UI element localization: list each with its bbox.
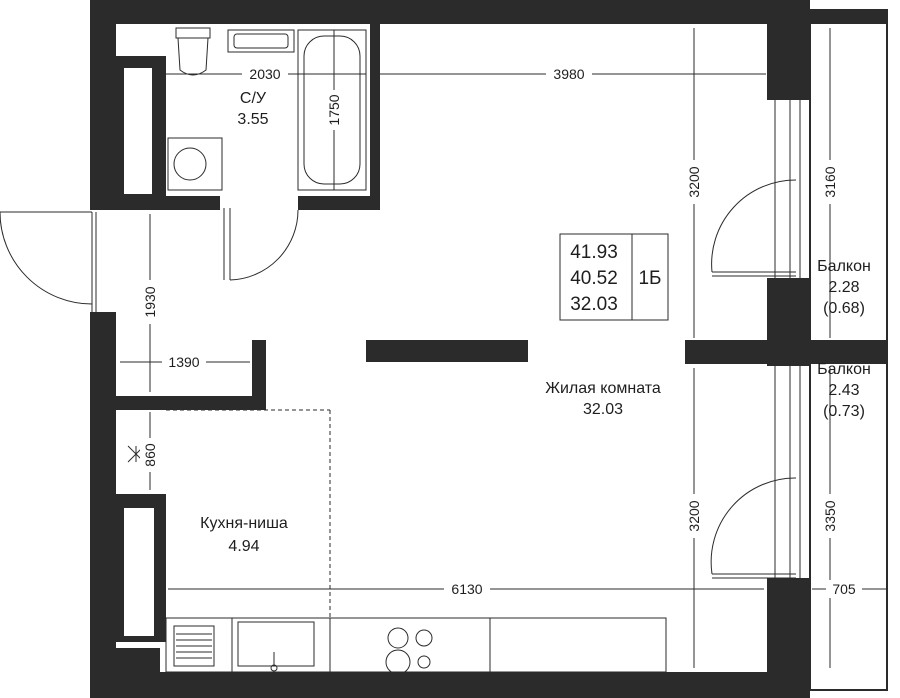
living-room-area: 32.03 <box>583 401 623 418</box>
balcony-top-area: 2.28 <box>828 279 859 296</box>
bathroom-area: 3.55 <box>237 111 268 128</box>
living-room-summary-area: 32.03 <box>570 294 618 315</box>
dim-room-width: 3980 <box>553 66 584 82</box>
dim-balcony-depth: 705 <box>832 581 856 597</box>
balcony-bottom-reduced: (0.73) <box>823 403 865 420</box>
dim-kitchen-small: 860 <box>142 443 158 467</box>
kitchen-counter <box>165 409 667 673</box>
bathroom-door <box>223 208 299 281</box>
dim-balcony-top: 3160 <box>822 166 838 197</box>
dim-hall-height: 1930 <box>142 286 158 317</box>
balcony-door-top <box>711 179 797 277</box>
dim-balcony-bottom: 3350 <box>822 500 838 531</box>
bathroom-name: С/У <box>240 90 267 107</box>
balcony-top-name: Балкон <box>817 258 871 275</box>
dim-bathtub: 1750 <box>326 94 342 125</box>
dim-hall-width: 1390 <box>168 354 199 370</box>
living-total-area: 40.52 <box>570 268 618 289</box>
entrance-door <box>0 211 97 312</box>
bathtub-icon <box>297 29 367 191</box>
stove-icon <box>385 627 433 675</box>
balcony-bottom-area: 2.43 <box>828 382 859 399</box>
kitchen-name: Кухня-ниша <box>200 515 288 532</box>
kitchen-area: 4.94 <box>228 538 259 555</box>
dim-room-height-bottom: 3200 <box>686 500 702 531</box>
apartment-type: 1Б <box>638 268 661 289</box>
balcony-top-reduced: (0.68) <box>823 300 865 317</box>
sink-icon <box>227 29 295 53</box>
room-labels: С/У 3.55 Жилая комната 32.03 Кухня-ниша … <box>200 90 871 555</box>
total-area: 41.93 <box>570 242 618 263</box>
windows <box>774 100 801 578</box>
toilet-icon <box>175 27 211 76</box>
dishwasher-icon <box>173 625 215 667</box>
dim-room-height-top: 3200 <box>686 166 702 197</box>
living-room-name: Жилая комната <box>545 380 661 397</box>
balcony-door-bottom <box>710 477 797 579</box>
area-summary-box: 41.93 40.52 32.03 1Б <box>559 233 669 321</box>
balcony-bottom-name: Балкон <box>817 361 871 378</box>
dim-bath-width: 2030 <box>249 66 280 82</box>
kitchen-sink-icon <box>237 621 315 672</box>
dimension-labels: 2030 3980 1750 3200 3200 3160 3350 1930 … <box>140 64 862 598</box>
dim-total-width: 6130 <box>451 581 482 597</box>
washing-machine-icon <box>167 137 223 191</box>
